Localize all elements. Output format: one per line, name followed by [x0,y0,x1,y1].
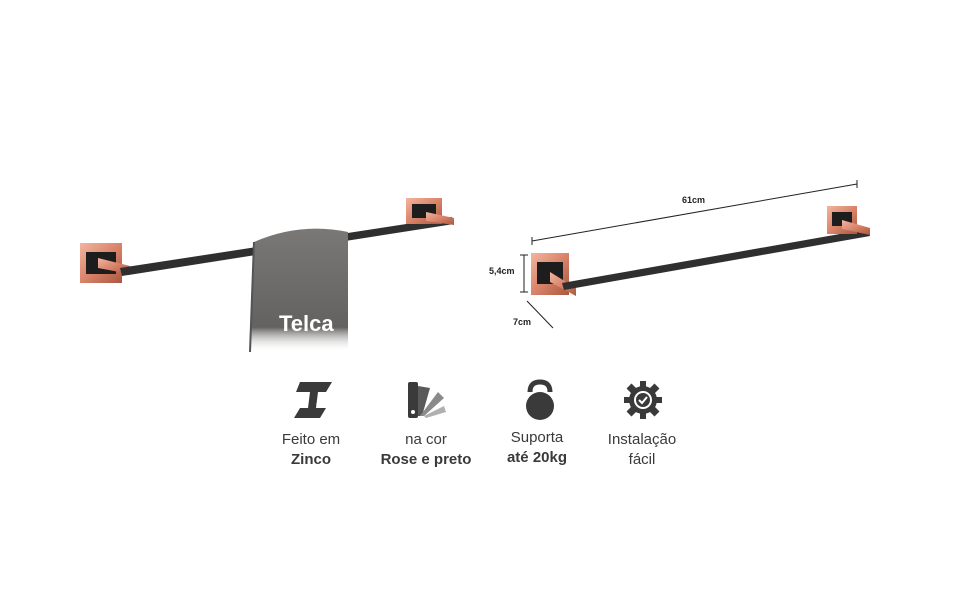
feature-capacity-line1: Suporta [510,429,564,446]
towel-bar-dimensions [520,180,870,329]
feature-color-line2: Rose e preto [380,451,472,468]
feature-capacity-line2: até 20kg [506,449,568,466]
feature-installation: Instalação fácil [587,426,697,470]
kettlebell-icon [526,379,554,420]
towel-bar-with-towel: Telca [80,198,454,353]
height-label: 5,4cm [489,266,515,276]
towel-brand-text: Telca [279,311,334,336]
feature-material: Feito em Zinco [256,426,366,470]
feature-color: na cor Rose e preto [371,426,481,470]
metal-beam-icon [294,382,332,418]
gear-check-icon [624,381,662,419]
right-bracket [406,198,454,225]
feature-material-line1: Feito em [281,431,341,448]
left-bracket [80,243,130,283]
feature-installation-line1: Instalação [607,431,677,448]
feature-color-line1: na cor [405,431,447,448]
depth-label: 7cm [513,317,532,327]
length-label: 61cm [682,195,706,205]
towel: Telca [249,228,348,353]
color-palette-icon [408,382,446,418]
feature-installation-line2: fácil [628,451,656,468]
feature-material-line2: Zinco [291,451,331,468]
feature-capacity: Suporta até 20kg [482,424,592,468]
